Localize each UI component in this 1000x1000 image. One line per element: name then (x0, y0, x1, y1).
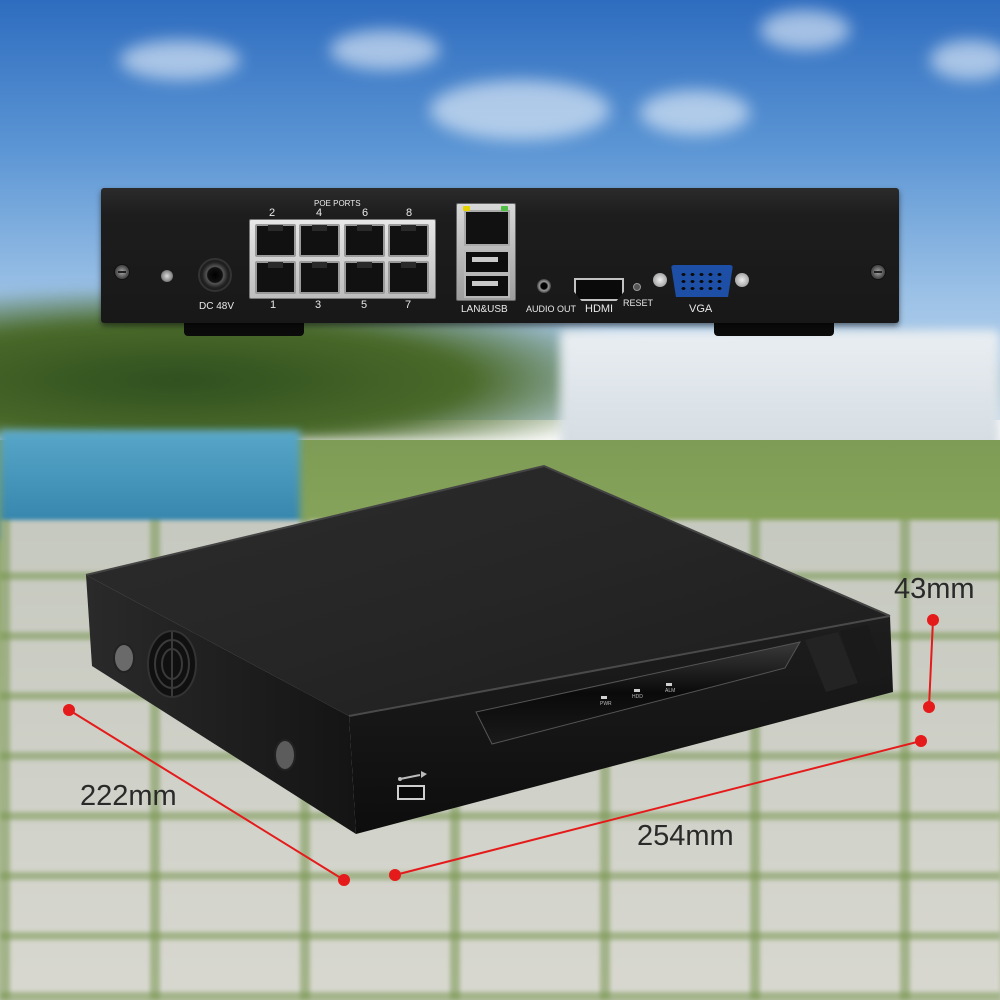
poe-port-block (249, 219, 436, 299)
hdmi-label: HDMI (585, 303, 614, 315)
depth-dimension-label: 222mm (80, 780, 177, 812)
front-groove (840, 625, 886, 684)
poe-port-number: 4 (316, 207, 323, 219)
poe-port-number: 5 (361, 299, 368, 311)
poe-port-number: 2 (269, 207, 276, 219)
front-groove (805, 632, 858, 692)
dimension-dot (389, 869, 401, 881)
cloud (640, 90, 750, 135)
poe-port (388, 224, 429, 257)
vga-connector (671, 265, 733, 297)
screw-icon (870, 264, 886, 280)
hdd-led-label: HDD (632, 694, 643, 700)
poe-port-number: 8 (406, 207, 413, 219)
pwr-led-label: PWR (600, 701, 612, 707)
hdd-led (634, 689, 640, 692)
lan-port (464, 210, 510, 246)
audio-out-label: AUDIO OUT (526, 304, 577, 314)
dimension-dot (63, 704, 75, 716)
poe-port (344, 224, 385, 257)
height-line (928, 619, 934, 708)
cloud (930, 40, 1000, 80)
poe-port (299, 224, 340, 257)
fan-vent-icon (147, 630, 197, 698)
screw-icon (114, 264, 130, 280)
vga-screw-icon (653, 273, 667, 287)
poe-port (344, 261, 385, 294)
alm-led (666, 683, 672, 686)
lan-led (501, 206, 508, 211)
poe-port (299, 261, 340, 294)
cloud (120, 40, 240, 80)
width-line (394, 740, 922, 876)
poe-port-number: 7 (405, 299, 412, 311)
audio-out-jack (537, 279, 551, 293)
device-top-edge (85, 464, 891, 617)
device-top (86, 466, 890, 716)
dc-power-jack (198, 258, 232, 292)
poe-port-number: 3 (315, 299, 322, 311)
usb-icon (398, 771, 427, 781)
usb-port (464, 250, 510, 274)
cloud (760, 10, 850, 50)
dimension-dot (338, 874, 350, 886)
front-usb-port (397, 785, 425, 800)
lan-led (463, 206, 470, 211)
height-dimension-label: 43mm (894, 573, 975, 605)
vga-label: VGA (689, 303, 713, 315)
alm-led-label: ALM (665, 688, 676, 694)
front-display-window (475, 641, 801, 745)
poe-port (388, 261, 429, 294)
reset-button (633, 283, 641, 291)
poe-ports-title: POE PORTS (314, 199, 361, 208)
cloud (330, 30, 440, 70)
depth-line (68, 709, 345, 881)
vga-screw-icon (735, 273, 749, 287)
poe-port-number: 6 (362, 207, 369, 219)
side-knob (113, 643, 135, 673)
usb-port (464, 274, 510, 298)
side-knob (274, 739, 296, 771)
lan-usb-block (456, 203, 516, 301)
poe-port (255, 261, 296, 294)
device-front-edge (348, 615, 891, 717)
vga-port (653, 265, 751, 299)
dimension-dot (923, 701, 935, 713)
pwr-led (601, 696, 607, 699)
ground-screw-icon (161, 270, 173, 282)
width-dimension-label: 254mm (637, 820, 734, 852)
poe-port-number: 1 (270, 299, 277, 311)
dc-label: DC 48V (199, 301, 235, 312)
dimension-dot (915, 735, 927, 747)
lan-usb-label: LAN&USB (461, 304, 508, 315)
reset-label: RESET (623, 298, 654, 308)
poe-port (255, 224, 296, 257)
cloud (430, 80, 610, 140)
hdmi-port (574, 278, 624, 301)
dimension-dot (927, 614, 939, 626)
